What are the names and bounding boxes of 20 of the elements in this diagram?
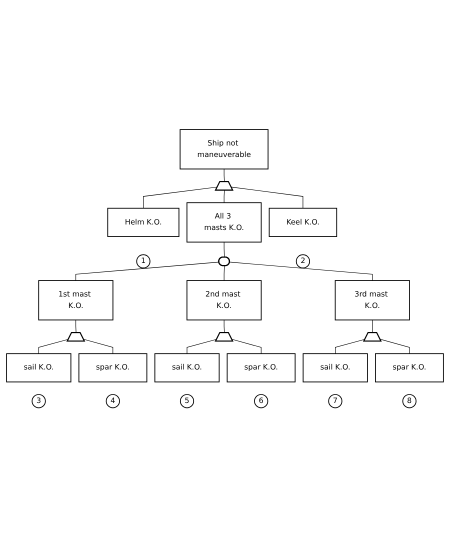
connector bbox=[186, 339, 218, 354]
connector bbox=[224, 266, 225, 282]
connector bbox=[224, 169, 225, 182]
connector bbox=[229, 262, 373, 282]
connector bbox=[38, 339, 69, 354]
connector bbox=[380, 339, 410, 354]
connector bbox=[372, 320, 373, 334]
connector bbox=[143, 187, 218, 209]
node-arch bbox=[66, 332, 86, 342]
connector bbox=[83, 339, 114, 354]
connector bbox=[224, 320, 225, 334]
connector bbox=[335, 339, 366, 354]
node-arch bbox=[214, 181, 234, 191]
connector bbox=[232, 339, 262, 354]
connector bbox=[224, 242, 225, 258]
node-arch bbox=[214, 332, 234, 342]
connector bbox=[224, 190, 225, 204]
node-arch bbox=[362, 332, 382, 342]
connector bbox=[76, 262, 220, 282]
connector bbox=[230, 187, 304, 209]
